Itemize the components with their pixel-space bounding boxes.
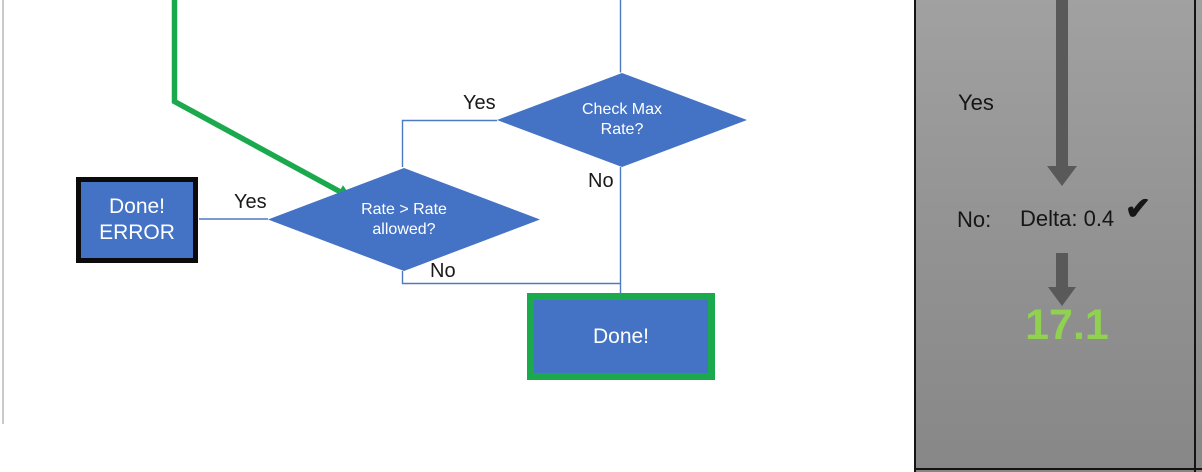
connector-yes-check-max [401,119,497,167]
done-error-box: Done! ERROR [76,177,198,263]
down-arrow-icon [1047,166,1077,186]
panel-border [914,0,916,472]
decision-rate-allowed: Rate > Rate allowed? [268,168,540,271]
decision-check-max-rate-label: Check Max Rate? [581,101,663,138]
branch-label-no-check-max: No [588,170,614,192]
branch-label-no-rate-allowed: No [430,260,456,282]
done-error-box-label: Done! ERROR [99,195,175,244]
panel-delta-value: Delta: 0.4 [1020,206,1115,231]
side-annotation-panel: Yes No: Delta: 0.4 ✔ 17.1 [914,0,1202,472]
down-arrow-icon [1056,253,1068,288]
down-arrow-icon [1048,287,1076,306]
green-highlight-arrow [171,0,353,199]
panel-yes-label: Yes [958,90,994,115]
checkmark-icon: ✔ [1125,191,1151,226]
slide-edge-line [2,0,4,424]
decision-rate-allowed-label: Rate > Rate allowed? [361,200,447,238]
down-arrow-icon [1056,0,1068,167]
branch-label-yes-rate-allowed: Yes [234,191,267,213]
panel-border [914,468,1202,470]
panel-border [1194,0,1196,472]
decision-check-max-rate: Check Max Rate? [497,73,747,167]
done-box-label: Done! [592,324,650,348]
result-value: 17.1 [1025,301,1109,349]
panel-no-label: No: [957,207,992,232]
branch-label-yes-check-max: Yes [463,92,496,114]
done-box: Done! [527,293,715,380]
